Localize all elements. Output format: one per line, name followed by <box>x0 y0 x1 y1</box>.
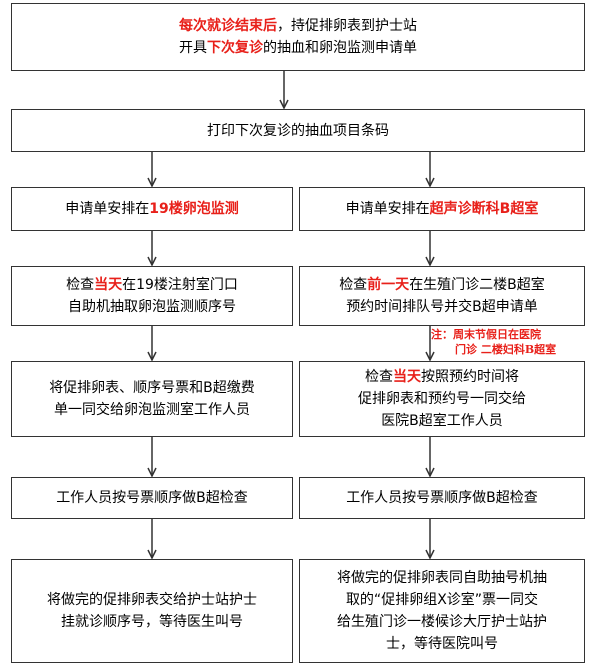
plain-text: 在生殖门诊二楼B超室 <box>409 277 545 293</box>
box-left-exam-line1: 工作人员按号票顺序做B超检查 <box>56 487 248 509</box>
plain-text: 取的“促排卵组X诊室”票一同交 <box>345 592 539 608</box>
plain-text: 单一同交给卵泡监测室工作人员 <box>54 402 250 418</box>
box-left-queue-line1: 检查当天在19楼注射室门口 <box>66 274 238 296</box>
box-right-finish-line1: 将做完的促排卵表同自助抽号机抽 <box>337 567 547 589</box>
plain-text: 申请单安排在 <box>65 201 150 217</box>
box-step2-line1: 打印下次复诊的抽血项目条码 <box>207 120 389 142</box>
box-left-handover-line2: 单一同交给卵泡监测室工作人员 <box>54 399 250 421</box>
box-left-finish-line1: 将做完的促排卵表交给护士站护士 <box>47 589 257 611</box>
box-left-queue-line2: 自助机抽取卵泡监测顺序号 <box>68 296 236 318</box>
box-right-handover-line1: 检查当天按照预约时间将 <box>365 366 519 388</box>
box-right-exam: 工作人员按号票顺序做B超检查 <box>299 477 585 519</box>
plain-text: 自助机抽取卵泡监测顺序号 <box>68 299 236 315</box>
plain-text: 申请单安排在 <box>345 201 430 217</box>
plain-text: 将促排卵表、顺序号票和B超缴费 <box>49 380 255 396</box>
weekend-note-line1: 注：周末节假日在医院 <box>431 328 541 341</box>
box-step1-line1: 每次就诊结束后，持促排卵表到护士站 <box>179 15 417 37</box>
box-left-handover-line1: 将促排卵表、顺序号票和B超缴费 <box>49 377 255 399</box>
box-step2: 打印下次复诊的抽血项目条码 <box>11 109 585 152</box>
box-right-finish: 将做完的促排卵表同自助抽号机抽 取的“促排卵组X诊室”票一同交 给生殖门诊一楼候… <box>299 559 585 663</box>
highlight-text: 每次就诊结束后 <box>179 18 277 34</box>
box-right-exam-line1: 工作人员按号票顺序做B超检查 <box>346 487 538 509</box>
highlight-text: 当天 <box>94 277 123 293</box>
plain-text: 开具 <box>179 40 207 56</box>
box-left-schedule: 申请单安排在19楼卵泡监测 <box>11 187 293 231</box>
highlight-text: 19楼卵泡监测 <box>149 201 239 217</box>
plain-text: 将做完的促排卵表交给护士站护士 <box>47 592 257 608</box>
highlight-text: 前一天 <box>367 277 410 293</box>
box-left-handover: 将促排卵表、顺序号票和B超缴费 单一同交给卵泡监测室工作人员 <box>11 361 293 437</box>
plain-text: 预约时间排队号并交B超申请单 <box>346 299 538 315</box>
box-left-finish-line2: 挂就诊顺序号，等待医生叫号 <box>61 611 243 633</box>
plain-text: 士，等待医院叫号 <box>386 636 498 652</box>
box-right-appointment: 检查前一天在生殖门诊二楼B超室 预约时间排队号并交B超申请单 <box>299 266 585 326</box>
plain-text: 工作人员按号票顺序做B超检查 <box>346 490 538 506</box>
plain-text: 打印下次复诊的抽血项目条码 <box>207 122 389 139</box>
highlight-text: 当天 <box>393 369 421 385</box>
box-right-appointment-line2: 预约时间排队号并交B超申请单 <box>346 296 538 318</box>
box-right-schedule-line1: 申请单安排在超声诊断科B超室 <box>346 198 539 220</box>
plain-text: 挂就诊顺序号，等待医生叫号 <box>61 614 243 630</box>
box-left-queue: 检查当天在19楼注射室门口 自助机抽取卵泡监测顺序号 <box>11 266 293 326</box>
weekend-note: 注：周末节假日在医院 门诊 二楼妇科B超室 <box>431 327 556 357</box>
box-left-finish: 将做完的促排卵表交给护士站护士 挂就诊顺序号，等待医生叫号 <box>11 559 293 663</box>
plain-text: 工作人员按号票顺序做B超检查 <box>56 490 248 506</box>
plain-text: 促排卵表和预约号一同交给 <box>358 391 526 407</box>
box-step1: 每次就诊结束后，持促排卵表到护士站 开具下次复诊的抽血和卵泡监测申请单 <box>11 3 585 71</box>
box-left-exam: 工作人员按号票顺序做B超检查 <box>11 477 293 519</box>
box-right-handover-line2: 促排卵表和预约号一同交给 <box>358 388 526 410</box>
box-right-appointment-line1: 检查前一天在生殖门诊二楼B超室 <box>339 274 545 296</box>
box-right-finish-line2: 取的“促排卵组X诊室”票一同交 <box>346 589 538 611</box>
box-right-finish-line3: 给生殖门诊一楼候诊大厅护士站护 <box>337 611 547 633</box>
box-right-finish-line4: 士，等待医院叫号 <box>386 633 498 655</box>
highlight-text: 超声诊断科B超室 <box>429 201 539 217</box>
box-right-handover: 检查当天按照预约时间将 促排卵表和预约号一同交给 医院B超室工作人员 <box>299 361 585 437</box>
plain-text: 的抽血和卵泡监测申请单 <box>263 40 417 56</box>
box-right-handover-line3: 医院B超室工作人员 <box>381 410 503 432</box>
plain-text: 检查 <box>66 277 95 293</box>
box-left-schedule-line1: 申请单安排在19楼卵泡监测 <box>65 198 238 220</box>
plain-text: 检查 <box>339 277 368 293</box>
weekend-note-line2: 门诊 二楼妇科B超室 <box>455 343 557 356</box>
highlight-text: 下次复诊 <box>207 40 263 56</box>
plain-text: 按照预约时间将 <box>421 369 519 385</box>
plain-text: 在19楼注射室门口 <box>122 277 238 293</box>
box-step1-line2: 开具下次复诊的抽血和卵泡监测申请单 <box>179 37 417 59</box>
plain-text: 检查 <box>365 369 393 385</box>
plain-text: 将做完的促排卵表同自助抽号机抽 <box>337 570 547 586</box>
plain-text: 给生殖门诊一楼候诊大厅护士站护 <box>337 614 547 630</box>
plain-text: 医院B超室工作人员 <box>381 413 503 429</box>
plain-text: ，持促排卵表到护士站 <box>277 18 417 34</box>
box-right-schedule: 申请单安排在超声诊断科B超室 <box>299 187 585 231</box>
